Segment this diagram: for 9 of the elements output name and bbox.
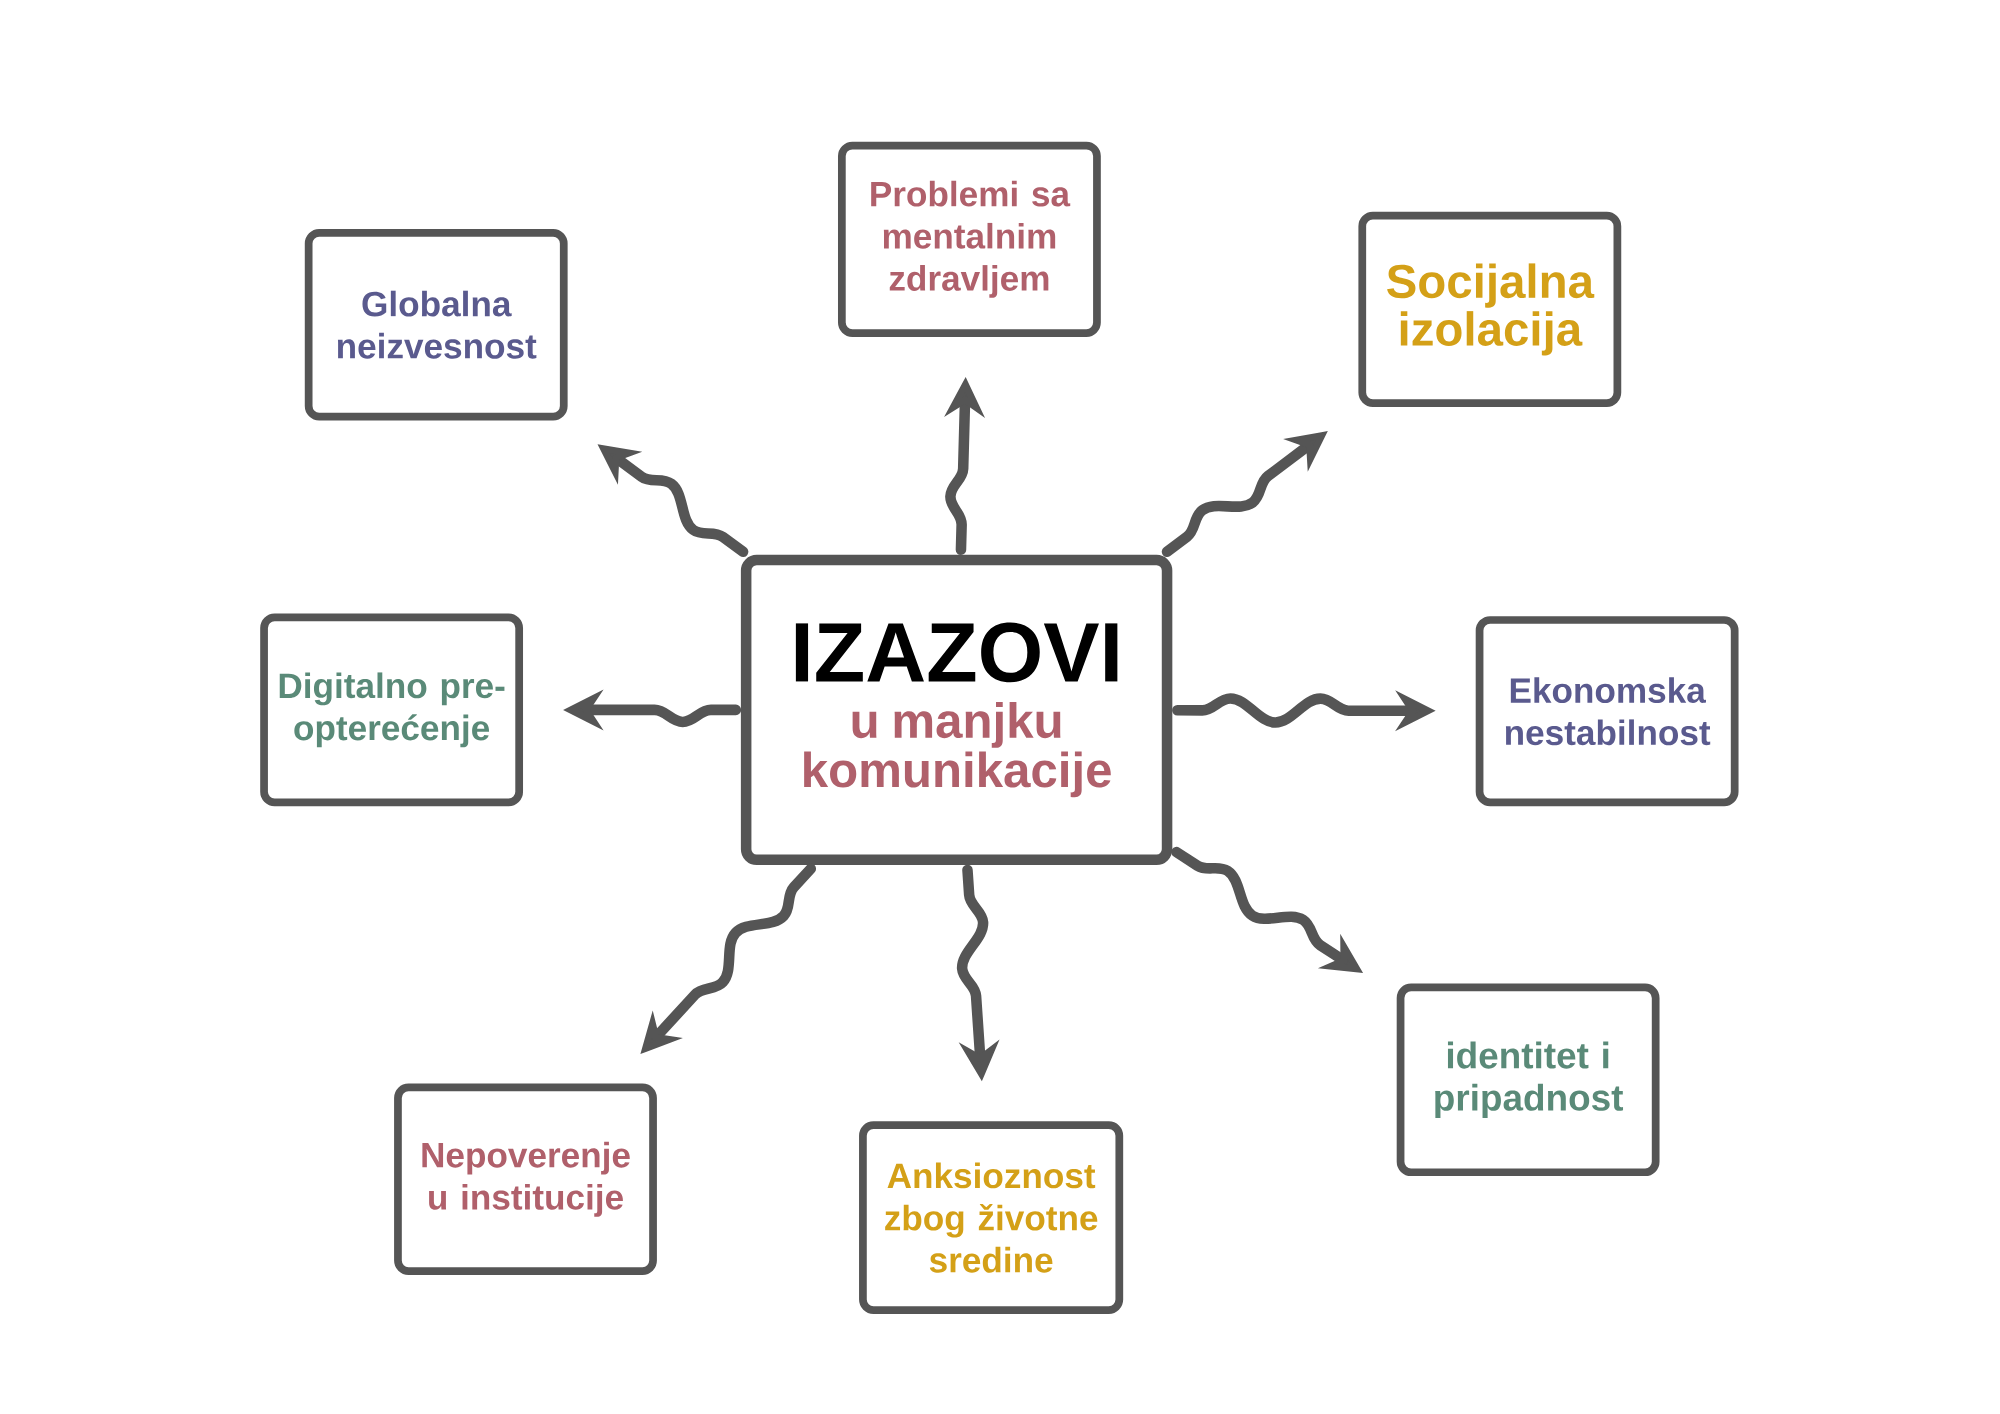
central-box: IZAZOVI u manjku komunikacije [740,554,1173,865]
topic-box: Ekonomska nestabilnost [1475,616,1739,807]
topic-box: identitet i pripadnost [1396,983,1660,1177]
topic-box: Socijalna izolacija [1358,211,1622,407]
topic-box: Anksioznost zbog životne sredine [859,1121,1124,1314]
topic-box: Globalna neizvesnost [304,228,568,421]
topic-box: Digitalno pre-opterećenje [260,613,524,807]
topic-box: Nepoverenje u institucije [394,1083,657,1275]
topic-box: Problemi sa mentalnim zdravljem [838,141,1101,337]
